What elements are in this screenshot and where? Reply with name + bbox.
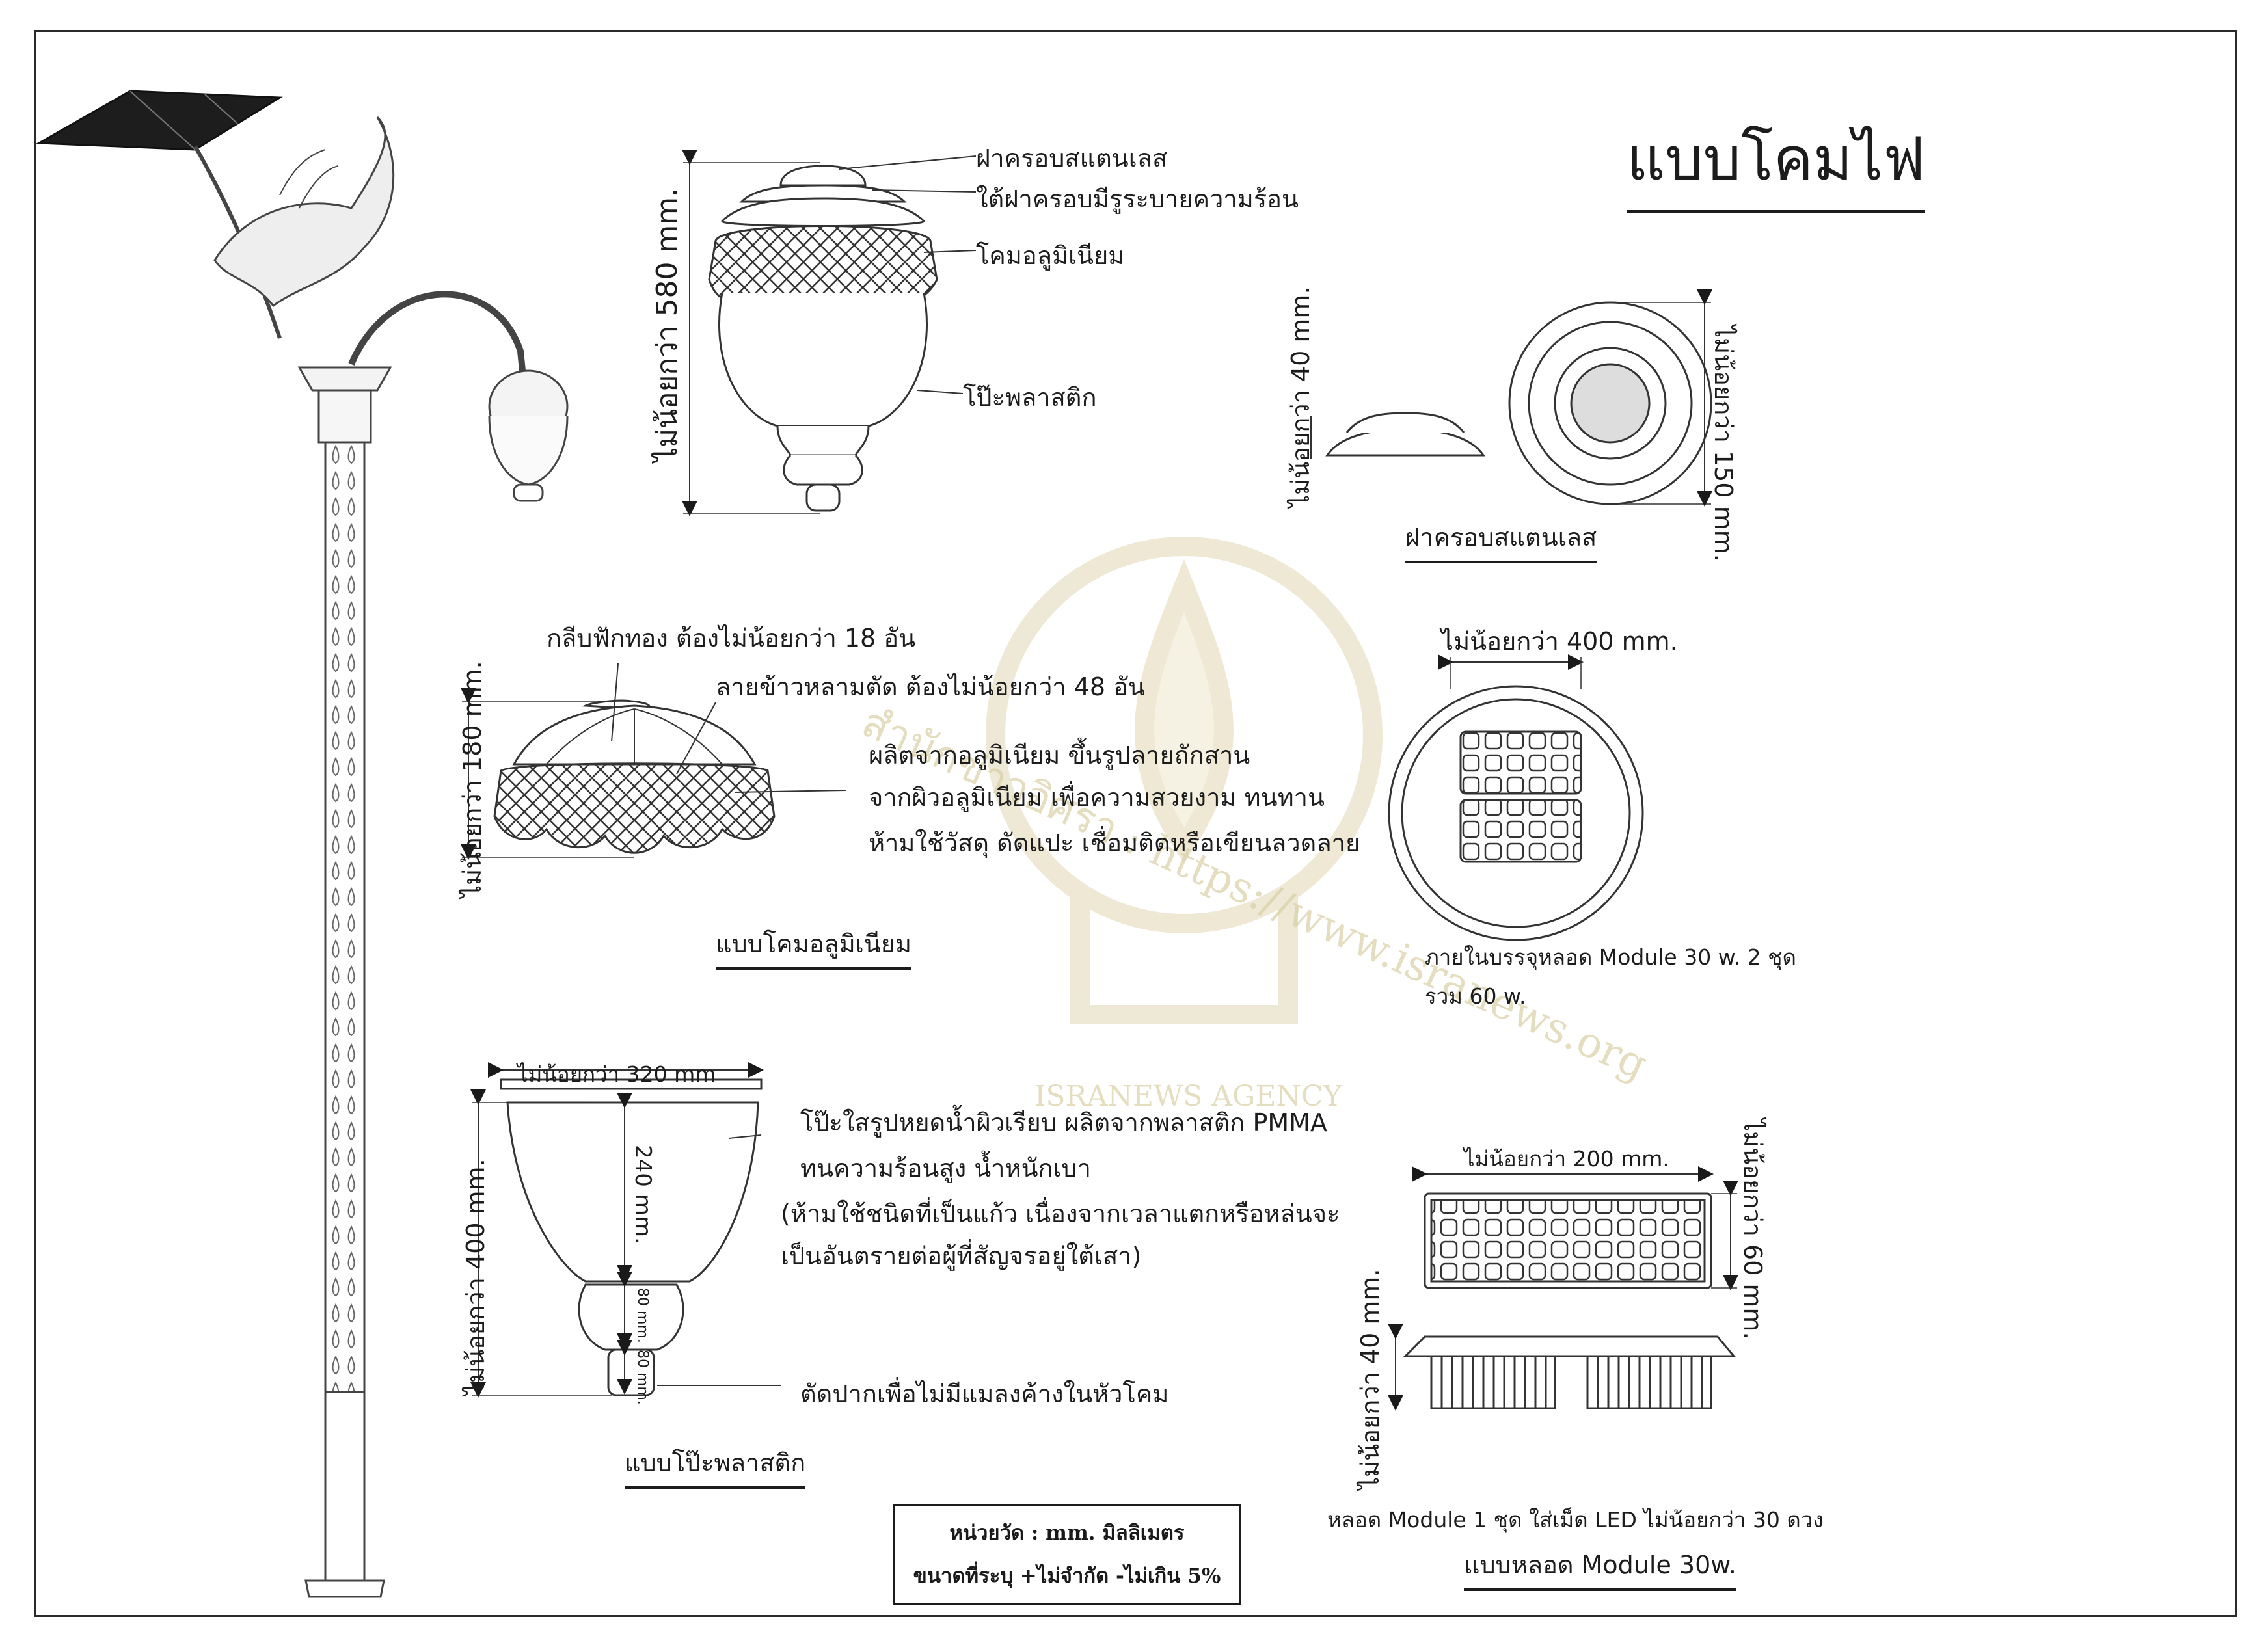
- top-view-note-2: รวม 60 w.: [1425, 983, 1526, 1009]
- label-petals: กลีบฟักทอง ต้องไม่น้อยกว่า 18 อัน: [547, 624, 916, 652]
- plastic-shade-drawing: [470, 1062, 781, 1398]
- plastic-height-dim: ไม่น้อยกว่า 400 mm.: [461, 1158, 490, 1395]
- label-stainless-cap: ฝาครอบสแตนเลส: [976, 144, 1168, 172]
- lamp-head-height-dim: ไม่น้อยกว่า 580 mm.: [651, 187, 684, 462]
- module-depth-dim: ไม่น้อยกว่า 60 mm.: [1738, 1119, 1767, 1340]
- lamp-top-view: [1388, 654, 1644, 941]
- sheet-border: [34, 30, 2237, 1617]
- plastic-bottom-note: ตัดปากเพื่อไม่มีแมลงค้างในหัวโคม: [800, 1380, 1169, 1408]
- plastic-width-dim: ไม่น้อยกว่า 320 mm: [517, 1062, 716, 1087]
- lamp-head-assembly: [682, 150, 977, 516]
- module-caption: แบบหลอด Module 30w.: [1464, 1545, 1736, 1591]
- aluminium-height-dim: ไม่น้อยกว่า 180 mm.: [458, 661, 487, 898]
- cap-height-dim: ไม่น้อยกว่า 40 mm.: [1286, 286, 1315, 507]
- module-note: หลอด Module 1 ชุด ใส่เม็ด LED ไม่น้อยกว่…: [1327, 1507, 1824, 1532]
- plastic-note-4: เป็นอันตรายต่อผู้ที่สัญจรอยู่ใต้เสา): [781, 1242, 1142, 1270]
- plastic-note-2: ทนความร้อนสูง น้ำหนักเบา: [800, 1154, 1092, 1182]
- plastic-note-3: (ห้ามใช้ชนิดที่เป็นแก้ว เนื่องจากเวลาแตก…: [781, 1199, 1340, 1228]
- legend-tolerance: ขนาดที่ระบุ +ไม่จำกัด -ไม่เกิน 5%: [913, 1564, 1221, 1588]
- plastic-80mm-dim-b: 80 mm.: [634, 1350, 651, 1405]
- aluminium-note-1: ผลิตจากอลูมิเนียม ขึ้นรูปลายถักสาน: [869, 741, 1250, 769]
- label-aluminium-shade: โคมอลูมิเนียม: [976, 241, 1125, 270]
- module-height-dim: ไม่น้อยกว่า 40 mm.: [1356, 1268, 1384, 1489]
- label-diamond-pattern: ลายข้าวหลามตัด ต้องไม่น้อยกว่า 48 อัน: [716, 673, 1145, 701]
- label-heat-vent: ใต้ฝาครอบมีรูระบายความร้อน: [976, 185, 1299, 213]
- label-plastic-globe: โป๊ะพลาสติก: [963, 383, 1097, 412]
- plastic-inner-dim: 240 mm.: [630, 1145, 656, 1244]
- aluminium-note-2: จากผิวอลูมิเนียม เพื่อความสวยงาม ทนทาน: [869, 783, 1325, 812]
- lamp-pole-elevation: [35, 90, 569, 1598]
- watermark-agency: ISRANEWS AGENCY: [1034, 1080, 1342, 1113]
- plastic-note-1: โป๊ะใสรูปหยดน้ำผิวเรียบ ผลิตจากพลาสติก P…: [800, 1108, 1327, 1137]
- top-view-note-1: ภายในบรรจุหลอด Module 30 w. 2 ชุด: [1425, 944, 1796, 970]
- top-view-width-dim: ไม่น้อยกว่า 400 mm.: [1441, 627, 1678, 656]
- aluminium-shade-drawing: [461, 663, 846, 860]
- aluminium-caption: แบบโคมอลูมิเนียม: [716, 924, 912, 970]
- plastic-caption: แบบโป๊ะพลาสติก: [625, 1443, 806, 1489]
- module-width-dim: ไม่น้อยกว่า 200 mm.: [1464, 1146, 1669, 1171]
- aluminium-note-3: ห้ามใช้วัสดุ ดัดแปะ เชื่อมติดหรือเขียนลว…: [869, 829, 1360, 857]
- led-module-drawing: [1388, 1166, 1738, 1411]
- units-legend-box: หน่วยวัด : mm. มิลลิเมตร ขนาดที่ระบุ +ไม…: [893, 1504, 1241, 1605]
- page-title: แบบโคมไฟ: [1627, 111, 1926, 213]
- legend-units: หน่วยวัด : mm. มิลลิเมตร: [949, 1521, 1185, 1545]
- cap-diameter-dim: ไม่น้อยกว่า 150 mm.: [1709, 325, 1738, 562]
- cap-caption: ฝาครอบสแตนเลส: [1405, 517, 1597, 563]
- cap-detail-drawings: [1310, 289, 1712, 507]
- plastic-80mm-dim-a: 80 mm.: [634, 1288, 651, 1343]
